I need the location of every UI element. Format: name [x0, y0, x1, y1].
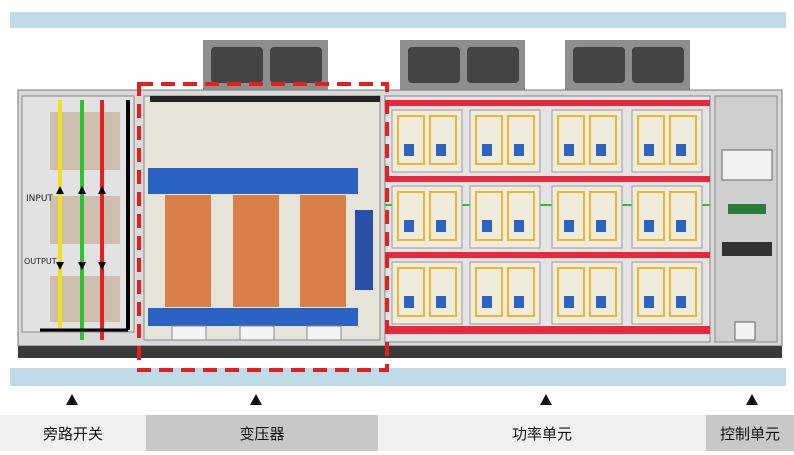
power-unit-board	[429, 115, 457, 165]
capacitor	[676, 144, 686, 156]
capacitor	[404, 296, 414, 308]
power-unit-cabinet	[384, 95, 711, 343]
power-unit-module	[551, 109, 623, 173]
capacitor	[676, 296, 686, 308]
power-unit-board	[669, 191, 697, 241]
capacitor	[514, 144, 524, 156]
power-unit-board	[397, 267, 425, 317]
power-unit-module	[469, 185, 541, 249]
power-unit-board	[475, 191, 503, 241]
bypass-direction-arrows	[56, 186, 106, 270]
power-unit-board	[557, 115, 585, 165]
power-unit-board	[669, 115, 697, 165]
arrow-transformer	[250, 394, 262, 405]
power-unit-module	[391, 109, 463, 173]
power-unit-board	[589, 115, 617, 165]
bottom-frame-bar	[10, 368, 786, 386]
power-unit-module	[631, 261, 703, 325]
arrow-control-unit	[746, 394, 758, 405]
capacitor	[436, 296, 446, 308]
input-label: INPUT	[26, 194, 53, 204]
power-unit-board	[397, 191, 425, 241]
power-unit-board	[475, 267, 503, 317]
capacitor	[644, 220, 654, 232]
capacitor	[676, 220, 686, 232]
capacitor	[514, 220, 524, 232]
power-unit-board	[637, 191, 665, 241]
capacitor	[482, 296, 492, 308]
capacitor	[514, 296, 524, 308]
transformer-cabinet	[143, 95, 381, 341]
power-unit-board	[397, 115, 425, 165]
arrow-power-unit	[540, 394, 552, 405]
capacitor	[564, 220, 574, 232]
capacitor	[564, 144, 574, 156]
power-unit-module	[469, 109, 541, 173]
cabinet-base	[18, 346, 782, 358]
label-bypass-switch: 旁路开关	[0, 415, 146, 451]
power-unit-board	[669, 267, 697, 317]
power-unit-board	[589, 267, 617, 317]
power-unit-board	[507, 191, 535, 241]
power-unit-module	[469, 261, 541, 325]
bypass-switch-cabinet	[21, 95, 135, 340]
label-transformer: 变压器	[146, 415, 378, 451]
power-unit-board	[637, 267, 665, 317]
transformer-highlight-dashes	[137, 82, 389, 372]
power-unit-board	[637, 115, 665, 165]
capacitor	[436, 144, 446, 156]
power-unit-board	[429, 191, 457, 241]
capacitor	[644, 296, 654, 308]
arrow-bypass-switch	[66, 394, 78, 405]
power-unit-module	[551, 261, 623, 325]
capacitor	[482, 220, 492, 232]
control-unit-cabinet	[714, 95, 778, 343]
capacitor	[596, 144, 606, 156]
capacitor	[596, 220, 606, 232]
power-unit-module	[391, 261, 463, 325]
capacitor	[644, 144, 654, 156]
roof-fans	[203, 40, 690, 90]
capacitor	[596, 296, 606, 308]
power-unit-module	[631, 185, 703, 249]
top-frame-bar	[10, 12, 786, 28]
output-label: OUTPUT	[24, 257, 57, 266]
power-unit-board	[429, 267, 457, 317]
power-unit-board	[475, 115, 503, 165]
capacitor	[404, 220, 414, 232]
power-unit-board	[507, 115, 535, 165]
power-unit-board	[589, 191, 617, 241]
power-unit-board	[507, 267, 535, 317]
power-unit-module	[551, 185, 623, 249]
capacitor	[404, 144, 414, 156]
capacitor	[564, 296, 574, 308]
capacitor	[482, 144, 492, 156]
label-control-unit: 控制单元	[706, 415, 794, 451]
power-unit-module	[391, 185, 463, 249]
power-unit-board	[557, 191, 585, 241]
capacitor	[436, 220, 446, 232]
label-power-unit: 功率单元	[378, 415, 706, 451]
power-unit-module	[631, 109, 703, 173]
power-unit-board	[557, 267, 585, 317]
